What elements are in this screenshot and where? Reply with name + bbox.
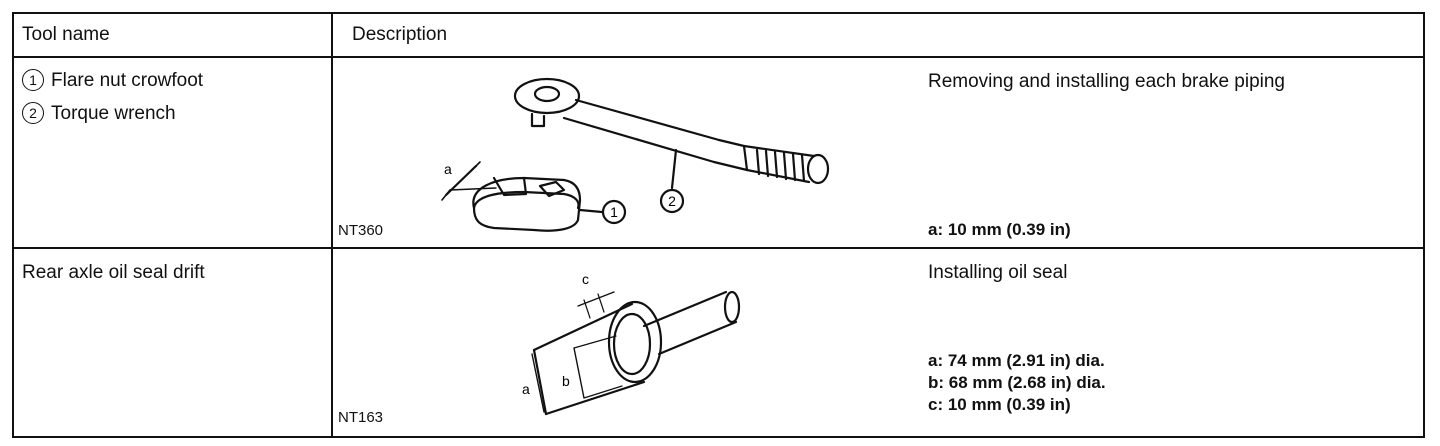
figure-label-a: a (522, 381, 530, 397)
column-divider (331, 14, 333, 436)
tool-name-rear-axle-oil-seal-drift: Rear axle oil seal drift (22, 262, 205, 283)
tool-table: Tool name Description 1 Flare nut crowfoo… (12, 12, 1425, 438)
header-divider (14, 56, 1423, 58)
spec-row2-a: a: 74 mm (2.91 in) dia. (928, 351, 1105, 370)
usage-brake-piping: Removing and installing each brake pipin… (928, 71, 1286, 92)
figure-label-b: b (562, 373, 570, 389)
spec-row2-c: c: 10 mm (0.39 in) (928, 395, 1071, 414)
figure-label-1: 1 (610, 204, 618, 220)
figure-code-nt163: NT163 (338, 409, 384, 426)
figure-label-2: 2 (668, 193, 676, 209)
tool-item-1: 1 Flare nut crowfoot (22, 69, 203, 92)
torque-wrench-illustration: a 2 1 (441, 77, 830, 232)
tool-number-1: 1 (22, 69, 44, 91)
figure-label-c: c (582, 271, 589, 287)
tool-name-torque-wrench: Torque wrench (51, 103, 176, 124)
spec-row2-b: b: 68 mm (2.68 in) dia. (928, 373, 1106, 392)
tool-number-2: 2 (22, 102, 44, 124)
figure-code-nt360: NT360 (338, 222, 384, 239)
tool-name-flare-nut-crowfoot: Flare nut crowfoot (51, 70, 204, 91)
figure-label-a: a (444, 161, 452, 177)
usage-installing-oil-seal: Installing oil seal (928, 262, 1068, 283)
tool-item-2: 2 Torque wrench (22, 102, 176, 125)
spec-row1-a: a: 10 mm (0.39 in) (928, 220, 1071, 239)
oil-seal-drift-illustration: a b c (522, 271, 741, 416)
header-tool-name: Tool name (22, 24, 110, 45)
header-description: Description (352, 24, 448, 45)
row-divider (14, 247, 1423, 249)
